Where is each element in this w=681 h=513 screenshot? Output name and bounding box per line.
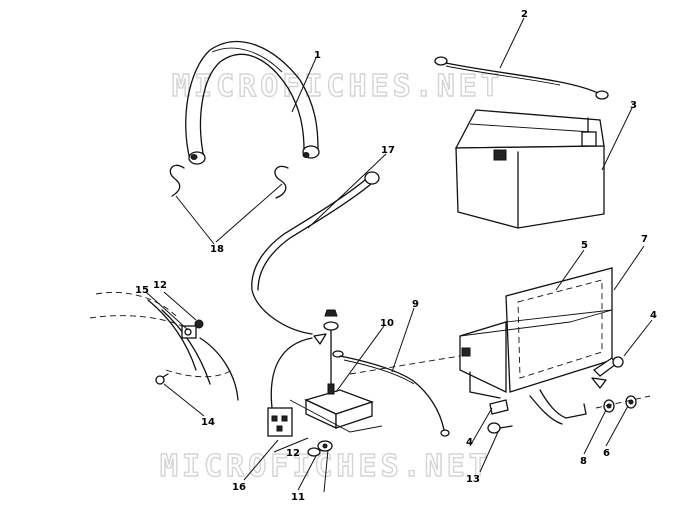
part-rectifier <box>289 309 383 433</box>
callout-12b: 12 <box>286 448 300 459</box>
callout-18: 18 <box>210 244 224 255</box>
part-bolt-washer <box>307 440 333 457</box>
part-bolts <box>487 356 624 434</box>
callout-5: 5 <box>581 240 588 251</box>
callout-15: 15 <box>135 285 149 296</box>
callout-14: 14 <box>201 417 215 428</box>
watermark-top: MICROFICHES.NET <box>172 69 503 104</box>
callout-9: 9 <box>412 299 419 310</box>
part-connector <box>267 337 313 437</box>
part-battery-strap <box>185 40 320 165</box>
leader-lines <box>145 17 653 493</box>
part-s-hooks <box>169 164 289 199</box>
callout-7: 7 <box>641 234 648 245</box>
callout-6: 6 <box>603 448 610 459</box>
callout-4a: 4 <box>650 310 657 321</box>
callout-16: 16 <box>232 482 246 493</box>
part-battery-tray <box>349 267 613 425</box>
callouts: 1 2 3 4 4 5 6 7 8 9 10 11 12 12 13 14 15… <box>135 9 657 503</box>
part-nuts-washers <box>595 395 651 413</box>
part-long-cable <box>251 171 380 335</box>
callout-17: 17 <box>381 145 395 156</box>
part-frame-bracket <box>89 291 239 401</box>
callout-8: 8 <box>580 456 587 467</box>
part-wire-lead <box>339 355 450 437</box>
callout-1: 1 <box>314 50 321 61</box>
part-battery-cable <box>434 56 609 100</box>
callout-13: 13 <box>466 474 480 485</box>
callout-4b: 4 <box>466 437 473 448</box>
callout-3: 3 <box>630 100 637 111</box>
callout-10: 10 <box>380 318 394 329</box>
part-battery <box>454 109 605 229</box>
callout-2: 2 <box>521 9 528 20</box>
watermark-bottom: MICROFICHES.NET <box>160 449 491 484</box>
callout-12a: 12 <box>153 280 167 291</box>
callout-11: 11 <box>291 492 305 503</box>
